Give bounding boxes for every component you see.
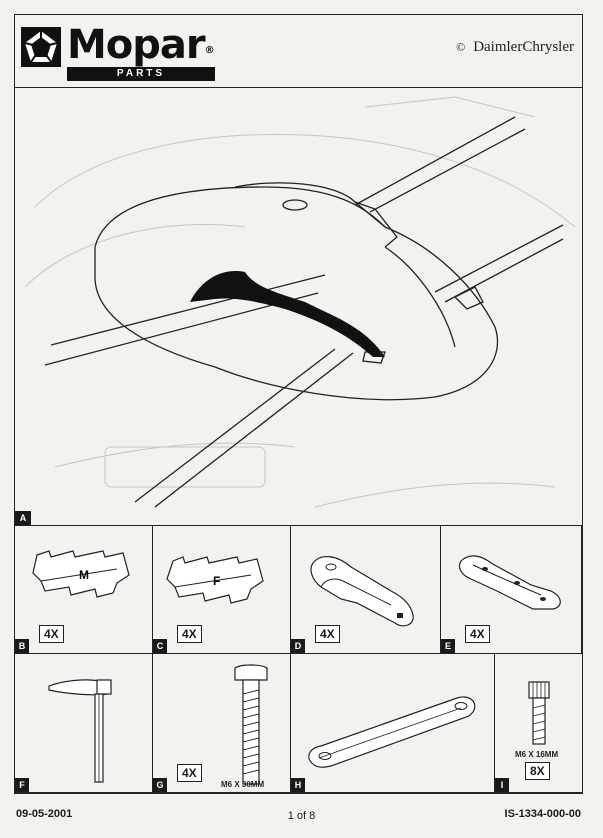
brand-text: DaimlerChrysler (473, 39, 574, 55)
part-letter: B (15, 639, 29, 653)
short-bolt-icon (528, 681, 550, 745)
copyright-symbol: © (456, 40, 466, 54)
part-letter: I (495, 778, 509, 792)
quantity-badge: 4X (315, 625, 340, 643)
part-h: H (291, 654, 495, 793)
pentastar-icon (21, 27, 61, 67)
quantity-badge: 4X (465, 625, 490, 643)
figure-label-a: A (15, 511, 31, 525)
saddle-bracket-icon (458, 555, 561, 610)
f-mark: F (213, 574, 220, 588)
page-indicator: 1 of 8 (287, 810, 316, 822)
f-pad-icon: F (166, 556, 264, 604)
part-e: 4X E (441, 525, 582, 654)
document-number: IS-1334-000-00 (504, 808, 581, 820)
roof-box-illustration (24, 96, 576, 508)
hex-key-icon (48, 679, 112, 783)
part-b: M 4X B (15, 525, 153, 654)
logo-parts-bar: PARTS (67, 67, 215, 81)
quantity-badge: 4X (39, 625, 64, 643)
part-i: M6 X 16MM 8X I (495, 654, 582, 793)
bracket-icon (310, 556, 414, 627)
part-letter: C (153, 639, 167, 653)
m-mark: M (79, 568, 89, 582)
part-d: 4X D (291, 525, 441, 654)
document-date: 09-05-2001 (16, 808, 73, 820)
logo-wordmark: Mopar® (67, 22, 215, 68)
part-g: M6 X 30MM 4X G (153, 654, 291, 793)
quantity-badge: 4X (177, 764, 202, 782)
long-bolt-icon (234, 664, 268, 785)
header: Mopar® PARTS © DaimlerChrysler (15, 15, 582, 88)
mopar-logo: Mopar® PARTS (21, 22, 231, 81)
main-figure: A (15, 87, 582, 526)
part-letter: D (291, 639, 305, 653)
part-letter: G (153, 778, 167, 792)
quantity-badge: 4X (177, 625, 202, 643)
link-bar-icon (308, 696, 476, 768)
bolt-spec: M6 X 16MM (515, 750, 559, 759)
brand-name: © DaimlerChrysler (456, 39, 574, 56)
footer: 09-05-2001 1 of 8 IS-1334-000-00 (0, 804, 603, 828)
bolt-spec: M6 X 30MM (221, 780, 265, 789)
m-pad-icon: M (32, 550, 130, 598)
quantity-badge: 8X (525, 762, 550, 780)
parts-grid: M 4X B F 4X C 4X D (15, 525, 582, 793)
part-letter: F (15, 778, 29, 792)
instruction-sheet: Mopar® PARTS © DaimlerChrysler (14, 14, 583, 794)
part-letter: E (441, 639, 455, 653)
part-f: F (15, 654, 153, 793)
part-letter: H (291, 778, 305, 792)
part-c: F 4X C (153, 525, 291, 654)
